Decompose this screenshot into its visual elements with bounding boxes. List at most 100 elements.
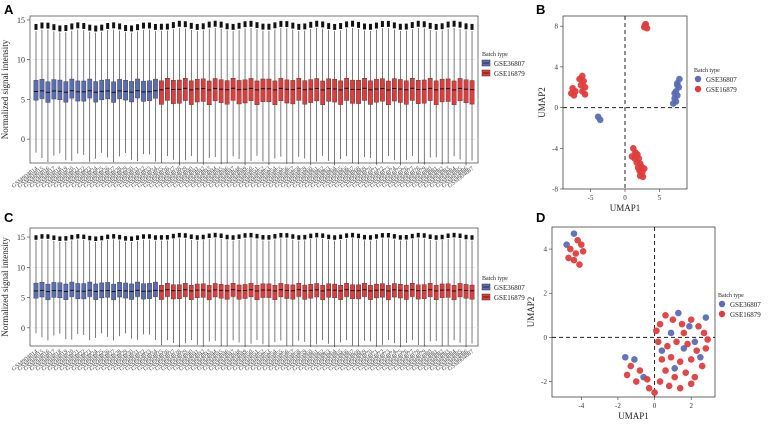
y-tick-label: 5 (21, 294, 25, 303)
point-gse36807 (667, 329, 675, 337)
box-gse16879 (374, 79, 379, 103)
box-gse16879 (451, 80, 457, 105)
box-gse16879 (374, 283, 379, 299)
legend-label-gse36807: GSE36807 (706, 76, 737, 84)
x-tick-label: 2 (689, 402, 693, 410)
box-gse16879 (439, 78, 445, 103)
y-tick-label: 4 (555, 63, 559, 71)
box-gse36807 (123, 80, 128, 101)
box-gse16879 (188, 80, 194, 105)
point-gse36807 (570, 230, 578, 237)
box-gse16879 (302, 284, 308, 300)
box-gse36807 (135, 281, 140, 297)
box-gse16879 (159, 284, 164, 300)
y-axis-label: UMAP2 (537, 87, 547, 118)
y-tick-label: 15 (17, 233, 25, 242)
point-gse16879 (581, 91, 589, 98)
x-tick-label: 5 (658, 194, 662, 202)
point-gse16879 (687, 316, 695, 324)
point-gse16879 (662, 367, 669, 374)
point-gse16879 (654, 338, 662, 346)
box-gse16879 (194, 283, 200, 298)
x-tick-label: -4 (578, 402, 584, 410)
box-gse16879 (266, 283, 272, 298)
box-gse16879 (171, 80, 176, 104)
point-gse36807 (631, 356, 638, 363)
y-tick-label: -8 (552, 186, 558, 194)
box-gse16879 (350, 284, 355, 300)
box-gse36807 (57, 79, 63, 100)
box-gse36807 (51, 282, 57, 298)
point-gse16879 (639, 173, 647, 181)
point-gse16879 (676, 384, 684, 392)
box-gse16879 (314, 78, 320, 102)
point-gse16879 (676, 358, 684, 365)
box-gse16879 (284, 79, 290, 104)
x-tick-label: -5 (588, 194, 594, 202)
y-tick-label: 0 (21, 324, 25, 333)
box-gse36807 (105, 282, 111, 298)
y-tick-label: 4 (544, 246, 548, 254)
box-gse16879 (433, 285, 439, 300)
box-gse16879 (242, 79, 248, 104)
point-gse36807 (686, 323, 693, 330)
point-gse16879 (567, 245, 574, 253)
box-gse16879 (308, 284, 314, 299)
box-gse16879 (218, 79, 224, 103)
box-gse16879 (200, 283, 206, 298)
box-gse16879 (451, 285, 457, 301)
box-gse36807 (135, 78, 140, 99)
box-gse16879 (290, 284, 296, 300)
box-gse16879 (409, 78, 415, 101)
box-gse36807 (153, 78, 158, 99)
point-gse16879 (664, 342, 671, 350)
point-gse16879 (579, 247, 587, 255)
point-gse16879 (700, 329, 708, 337)
point-gse36807 (596, 116, 604, 124)
point-gse16879 (682, 369, 689, 377)
box-gse16879 (356, 284, 361, 300)
box-gse16879 (242, 284, 248, 299)
point-gse16879 (687, 380, 695, 388)
legend-swatch-gse36807 (718, 300, 726, 308)
box-gse16879 (338, 285, 343, 300)
point-gse36807 (621, 353, 629, 361)
point-gse16879 (574, 236, 581, 244)
box-gse16879 (206, 285, 212, 301)
point-gse16879 (627, 362, 635, 370)
point-gse16879 (673, 338, 680, 346)
point-gse36807 (702, 314, 710, 321)
point-gse16879 (702, 345, 710, 352)
box-gse16879 (386, 80, 391, 106)
legend-label-gse16879: GSE16879 (730, 311, 761, 319)
box-gse16879 (224, 284, 230, 300)
box-gse16879 (350, 79, 355, 104)
panel-label-b: B (536, 2, 545, 17)
box-gse16879 (230, 77, 236, 101)
box-gse16879 (368, 80, 373, 105)
box-gse16879 (469, 284, 475, 300)
x-axis-label: UMAP1 (618, 411, 649, 421)
box-gse16879 (206, 80, 212, 106)
point-gse16879 (684, 340, 691, 348)
box-gse16879 (344, 78, 349, 101)
box-gse36807 (39, 79, 45, 99)
box-gse16879 (308, 79, 314, 103)
box-gse16879 (266, 78, 272, 102)
box-gse16879 (236, 284, 242, 300)
box-gse16879 (397, 284, 403, 299)
point-gse16879 (667, 353, 675, 361)
point-gse16879 (680, 329, 688, 337)
box-gse16879 (392, 78, 397, 102)
point-gse36807 (563, 241, 570, 248)
box-gse16879 (356, 79, 361, 104)
legend-label-gse16879: GSE16879 (706, 86, 737, 94)
box-gse16879 (176, 79, 182, 104)
box-gse36807 (69, 78, 75, 99)
box-gse16879 (403, 284, 409, 300)
panel-label-c: C (4, 210, 14, 225)
box-gse16879 (320, 285, 326, 301)
box-gse16879 (159, 80, 164, 105)
point-gse16879 (641, 21, 649, 29)
